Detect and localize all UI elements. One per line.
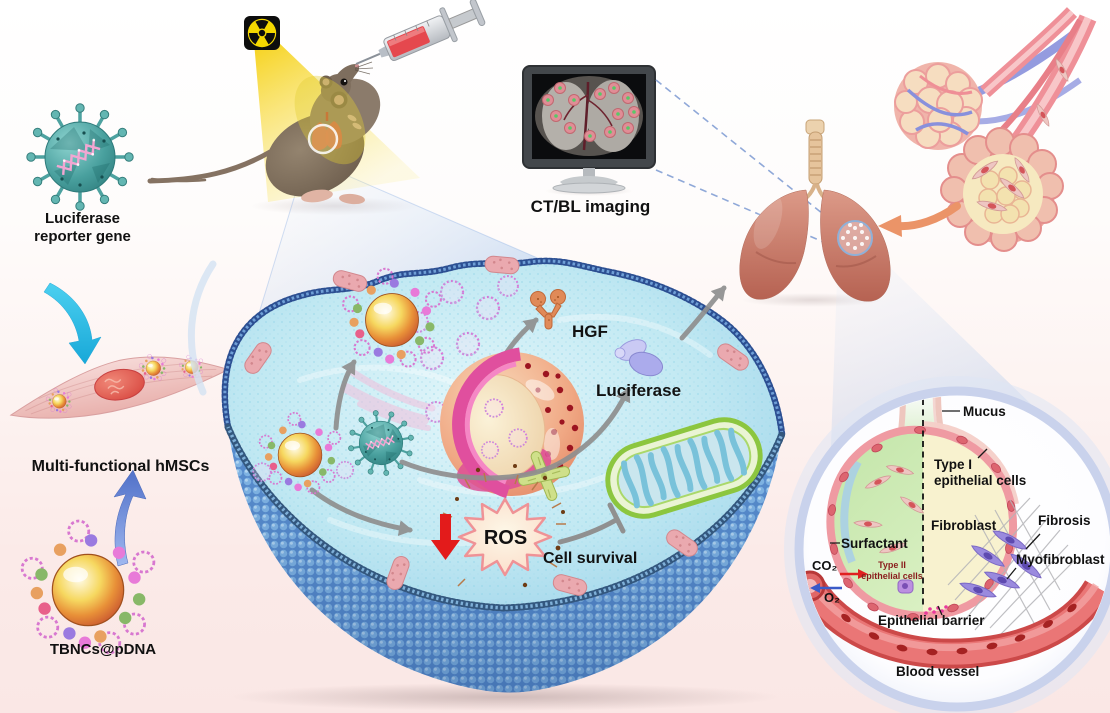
inhibition-tbar <box>557 502 626 545</box>
leader-lines <box>830 410 1041 616</box>
epithelial-wall-cells <box>828 426 1015 621</box>
luciferase-virus-icon <box>25 102 135 212</box>
ct-lung-image <box>535 76 643 156</box>
fibroblast-label: Fibroblast <box>931 518 997 533</box>
alveolus-cluster-closed <box>894 62 983 150</box>
blood-vessel <box>804 570 1110 669</box>
radiation-icon <box>244 16 280 50</box>
alveoli-to-lung-arrow <box>878 202 961 237</box>
fibrosis-label: Fibrosis <box>1038 513 1091 528</box>
tbnc-label: TBNCs@pDNA <box>49 641 157 658</box>
myofibroblast-label: Myofibroblast <box>1016 552 1105 567</box>
alveolus-inset <box>784 376 1110 713</box>
cyan-arrow <box>43 282 102 365</box>
imaging-label: CT/BL imaging <box>530 197 651 216</box>
hmsc-cell <box>9 351 230 419</box>
tbnc-nanoparticle-icon <box>20 519 156 655</box>
hgf-label: HGF <box>572 322 608 341</box>
o2-arrow <box>810 583 842 593</box>
mucus-label: Mucus <box>963 404 1006 419</box>
chromosome <box>517 451 571 501</box>
co2-arrow <box>840 569 868 579</box>
hgf-protein <box>530 289 566 330</box>
alveolus-cluster-open <box>940 127 1064 252</box>
blood-vessel-label: Blood vessel <box>896 664 980 679</box>
epithelial-barrier-label: Epithelial barrier <box>878 613 985 628</box>
ct-monitor <box>522 65 656 194</box>
alveoli-illustration <box>878 7 1097 252</box>
mitochondria <box>605 417 763 519</box>
type1-epithelial-label: Type I epithelial cells <box>934 457 1027 489</box>
lungs-illustration <box>739 119 891 302</box>
fibrosis-lines <box>947 497 1076 636</box>
blue-arrow <box>113 469 147 567</box>
type2-cell <box>897 579 914 594</box>
luciferase-label: Luciferase <box>596 381 682 400</box>
type2-epithelial-label: Type II epithelial cells <box>861 560 923 581</box>
mouse-illustration <box>147 61 381 205</box>
ros-label: ROS <box>483 527 528 549</box>
hmsc-label: Multi-functional hMSCs <box>31 458 210 475</box>
surfactant-label: Surfactant <box>841 536 908 551</box>
syringe-icon <box>355 0 486 65</box>
virus-label: Luciferase reporter gene <box>34 210 131 246</box>
ros-decrease-arrow <box>431 514 460 560</box>
cell-illustration <box>221 255 786 693</box>
nucleus <box>440 347 584 501</box>
cell-survival-label: Cell survival <box>543 550 638 567</box>
o2-label: O₂ <box>824 590 840 605</box>
decorative-swirl <box>187 260 217 396</box>
co2-label: CO₂ <box>812 558 838 573</box>
lung-lesion-circle <box>837 220 873 256</box>
luciferase-protein <box>614 339 664 377</box>
